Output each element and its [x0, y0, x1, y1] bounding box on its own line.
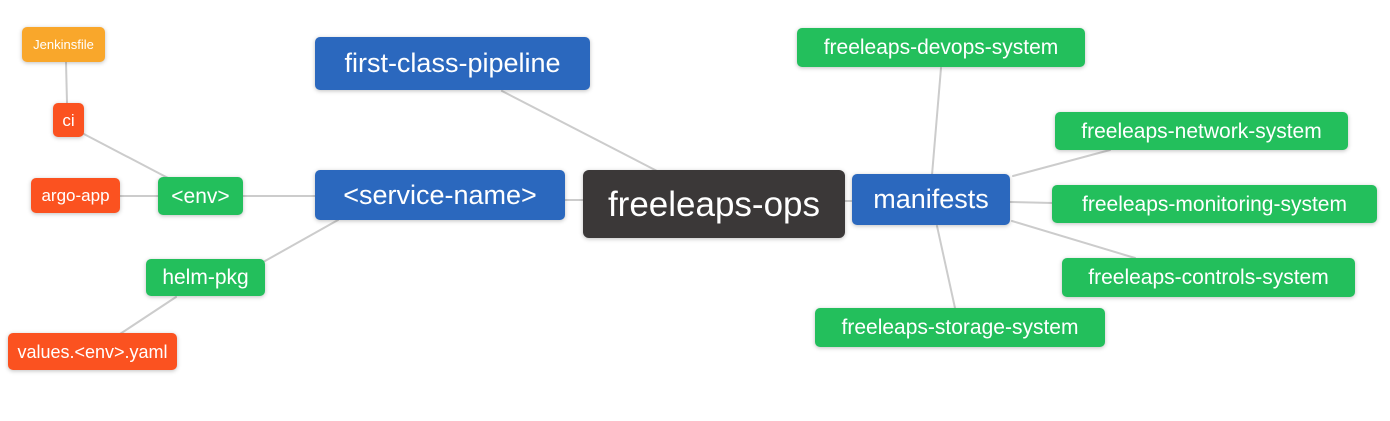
- edge-first-class-pipeline-freeleaps-ops: [501, 90, 658, 172]
- node-values-env-yaml[interactable]: values.<env>.yaml: [8, 333, 177, 370]
- node-freeleaps-devops-system[interactable]: freeleaps-devops-system: [797, 28, 1085, 67]
- edge-manifests-network-system: [1012, 149, 1111, 177]
- node-service-name[interactable]: <service-name>: [315, 170, 565, 220]
- node-manifests[interactable]: manifests: [852, 174, 1010, 225]
- edge-manifests-storage-system: [936, 225, 956, 309]
- node-freeleaps-network-system[interactable]: freeleaps-network-system: [1055, 112, 1348, 150]
- edge-helm-pkg-service-name: [264, 219, 339, 262]
- node-freeleaps-controls-system[interactable]: freeleaps-controls-system: [1062, 258, 1355, 297]
- node-first-class-pipeline[interactable]: first-class-pipeline: [315, 37, 590, 90]
- node-freeleaps-monitoring-system[interactable]: freeleaps-monitoring-system: [1052, 185, 1377, 223]
- node-ci[interactable]: ci: [53, 103, 84, 137]
- node-helm-pkg[interactable]: helm-pkg: [146, 259, 265, 296]
- edge-jenkinsfile-ci: [65, 61, 68, 104]
- node-freeleaps-storage-system[interactable]: freeleaps-storage-system: [815, 308, 1105, 347]
- node-freeleaps-ops-root[interactable]: freeleaps-ops: [583, 170, 845, 238]
- edge-values-helm-pkg: [119, 296, 177, 335]
- edge-manifests-controls-system: [1011, 220, 1136, 259]
- node-jenkinsfile[interactable]: Jenkinsfile: [22, 27, 105, 62]
- edge-manifests-devops-system: [931, 67, 942, 176]
- node-env[interactable]: <env>: [158, 177, 243, 215]
- edge-ci-env: [81, 132, 169, 179]
- edge-manifests-monitoring-system: [1009, 201, 1054, 204]
- node-argo-app[interactable]: argo-app: [31, 178, 120, 213]
